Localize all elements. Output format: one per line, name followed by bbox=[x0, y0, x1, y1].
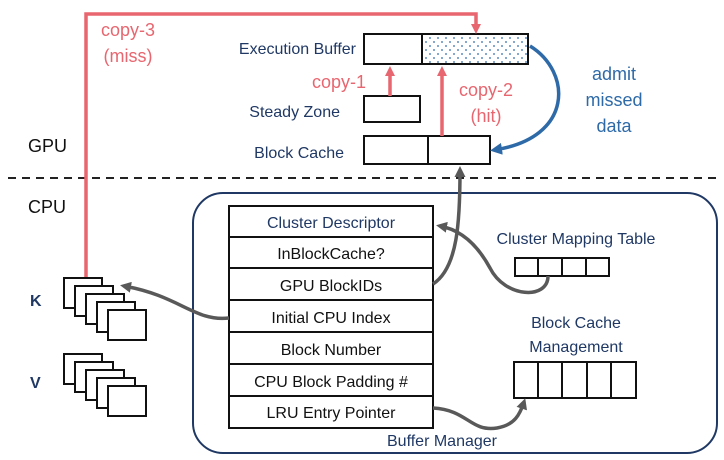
descriptor-field-gpu-blockids: GPU BlockIDs bbox=[280, 278, 382, 295]
copy2-label: copy-2 bbox=[459, 80, 513, 100]
v-block-stack bbox=[63, 353, 147, 417]
descriptor-field-inblockcache: InBlockCache? bbox=[277, 246, 385, 263]
bcm-label-1: Block Cache bbox=[531, 315, 621, 332]
execution-buffer bbox=[363, 33, 529, 65]
execution-buffer-label: Execution Buffer bbox=[239, 41, 357, 58]
descriptor-field-initial-cpu-index: Initial CPU Index bbox=[271, 310, 390, 327]
copy3-miss-label: (miss) bbox=[104, 46, 153, 66]
lru-to-bcm-arrow bbox=[432, 398, 528, 431]
descriptor-title: Cluster Descriptor bbox=[267, 215, 396, 232]
k-block-stack bbox=[63, 277, 147, 341]
bcm-label-2: Management bbox=[529, 339, 623, 356]
block-cache-label: Block Cache bbox=[254, 145, 344, 162]
copy3-arrow bbox=[84, 12, 481, 278]
block-cache-management-table bbox=[513, 361, 637, 399]
mapping-table-label: Cluster Mapping Table bbox=[497, 231, 656, 248]
steady-zone-block bbox=[363, 95, 421, 123]
admit-label-1: admit bbox=[592, 64, 636, 84]
cpu-index-to-k-arrow bbox=[120, 281, 230, 321]
copy3-label: copy-3 bbox=[101, 20, 155, 40]
gpu-label: GPU bbox=[28, 136, 67, 156]
descriptor-field-cpu-block-padding: CPU Block Padding # bbox=[254, 374, 408, 391]
k-label: K bbox=[30, 293, 42, 310]
block-cache bbox=[363, 135, 491, 165]
buffer-manager-box bbox=[192, 192, 718, 454]
copy1-label: copy-1 bbox=[312, 72, 366, 92]
copy2-hit-label: (hit) bbox=[471, 106, 502, 126]
admit-arrow bbox=[490, 44, 561, 155]
mapping-to-descriptor-arrow bbox=[436, 221, 550, 295]
cluster-descriptor-table bbox=[228, 205, 434, 429]
mapping-table bbox=[514, 257, 610, 277]
cpu-label: CPU bbox=[28, 197, 66, 217]
descriptor-field-lru-entry-pointer: LRU Entry Pointer bbox=[267, 405, 397, 422]
blockids-to-cache-arrow bbox=[431, 166, 466, 286]
descriptor-field-block-number: Block Number bbox=[281, 342, 382, 359]
steady-zone-label: Steady Zone bbox=[249, 104, 340, 121]
v-label: V bbox=[30, 375, 41, 392]
admit-label-3: data bbox=[596, 116, 632, 136]
admit-label-2: missed bbox=[585, 90, 642, 110]
buffer-manager-label: Buffer Manager bbox=[387, 433, 498, 450]
